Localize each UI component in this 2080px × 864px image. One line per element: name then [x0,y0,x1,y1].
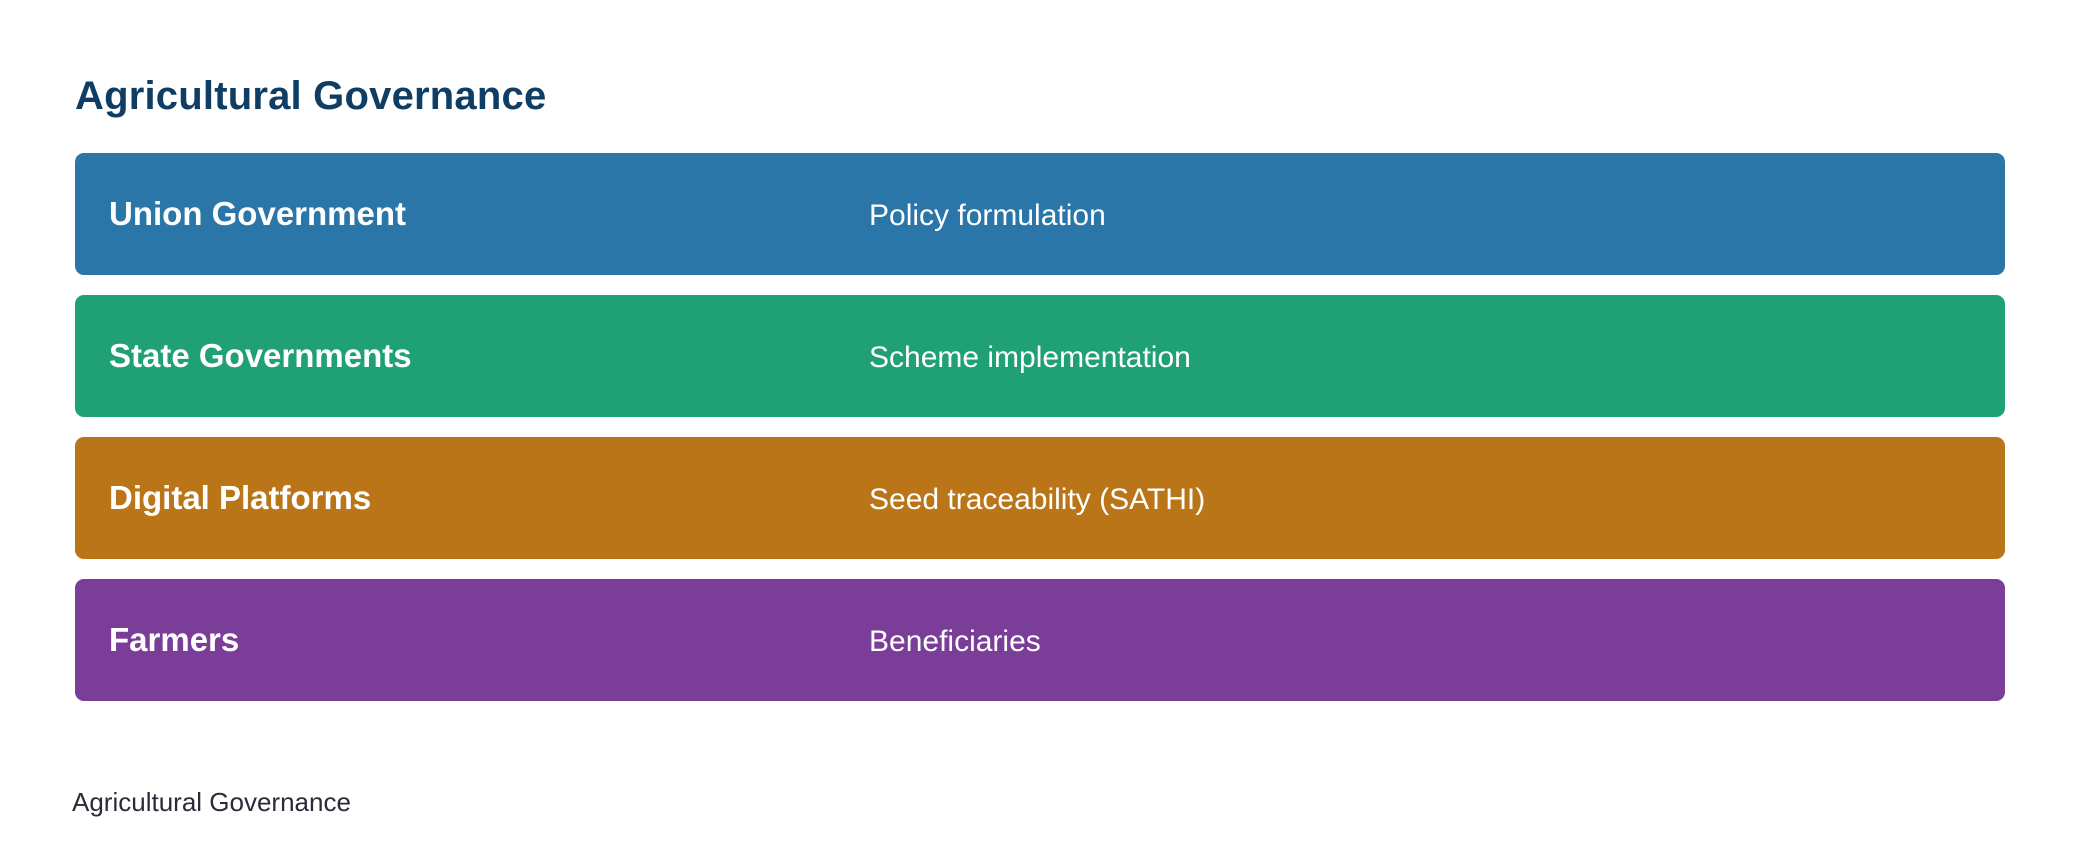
row-union-government: Union Government Policy formulation [75,153,2005,275]
page-title: Agricultural Governance [75,74,547,118]
row-state-governments: State Governments Scheme implementation [75,295,2005,417]
governance-rows: Union Government Policy formulation Stat… [75,153,2005,721]
row-description: Beneficiaries [869,625,1041,658]
row-label: Digital Platforms [109,479,372,516]
row-description: Scheme implementation [869,341,1191,374]
footer-caption: Agricultural Governance [72,787,351,817]
row-label: Union Government [109,195,407,232]
row-description: Policy formulation [869,199,1106,232]
row-description: Seed traceability (SATHI) [869,483,1206,516]
row-label: Farmers [109,621,240,658]
row-digital-platforms: Digital Platforms Seed traceability (SAT… [75,437,2005,559]
row-farmers: Farmers Beneficiaries [75,579,2005,701]
row-label: State Governments [109,337,412,374]
